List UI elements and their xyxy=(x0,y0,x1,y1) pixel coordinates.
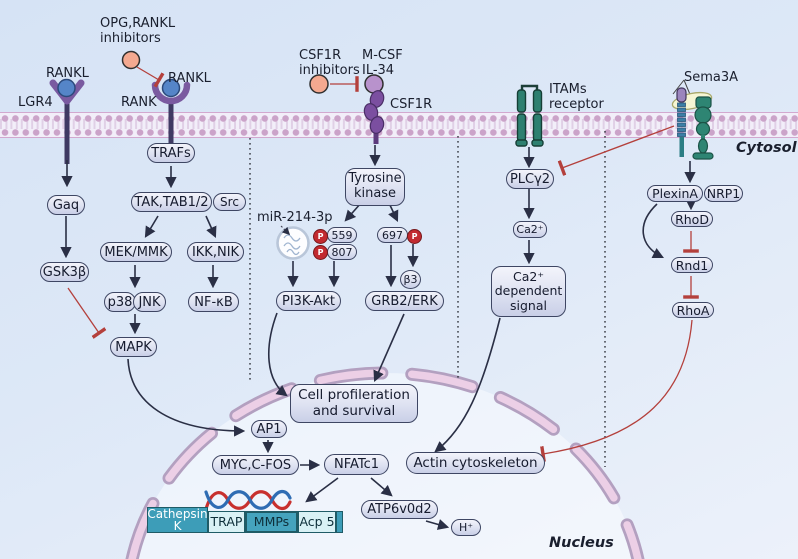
gene-trap: TRAP xyxy=(208,511,245,533)
phospho-badge-807: P xyxy=(313,245,328,260)
signal-arrows xyxy=(60,145,697,530)
node-myc-cfos: MYC,C-FOS xyxy=(212,455,299,475)
rankl-ligand-icon xyxy=(161,78,181,98)
dna-helix-icon xyxy=(204,489,292,511)
inhibit-sema3a-plcg2 xyxy=(557,125,675,176)
csf1r-inhibitors-label: CSF1R inhibitors xyxy=(299,48,360,79)
node-nfatc1: NFATc1 xyxy=(324,454,389,475)
mir214-label: miR-214-3p xyxy=(257,210,333,225)
itams-receptor-label: ITAMs receptor xyxy=(549,82,604,113)
inhibit-opg-rankl xyxy=(136,66,165,88)
nucleus-label: Nucleus xyxy=(549,535,614,551)
node-mapk: MAPK xyxy=(110,337,157,357)
node-grb2-erk: GRB2/ERK xyxy=(365,291,444,311)
mir-pointer-arrow xyxy=(280,225,291,236)
node-cell-proliferation: Cell profileration and survival xyxy=(290,384,418,424)
cytosol-label: Cytosol xyxy=(736,140,797,156)
lgr4-label: LGR4 xyxy=(18,95,53,110)
mcsf-label: M-CSF IL-34 xyxy=(362,48,403,79)
arrow-tak-to-mek xyxy=(144,215,159,238)
node-p38: p38 xyxy=(104,292,136,312)
csf1r-inhibitor-icon xyxy=(309,74,329,94)
inhibit-rhoa-actin xyxy=(540,319,693,462)
csf1r-receptor-icon xyxy=(363,90,385,144)
node-src: Src xyxy=(213,193,246,211)
node-nrp1: NRP1 xyxy=(704,185,743,202)
gene-bar-endcap xyxy=(336,511,343,533)
node-gsk3b: GSK3β xyxy=(40,262,89,282)
node-h-plus: H⁺ xyxy=(451,519,481,536)
cell-membrane xyxy=(0,112,798,138)
arrow-atp6v0d2-to-h xyxy=(425,519,450,530)
node-site-697: 697 xyxy=(377,227,408,243)
arrow-nfatc1-to-atp6v0d2 xyxy=(370,477,393,497)
node-tyrosine-kinase: Tyrosine kinase xyxy=(345,168,405,206)
phospho-badge-559: P xyxy=(313,229,328,244)
node-b3: β3 xyxy=(400,270,421,289)
node-gaq: Gaq xyxy=(47,195,85,215)
node-site-559: 559 xyxy=(327,227,357,243)
node-atp6v0d2: ATP6v0d2 xyxy=(361,500,438,519)
rank-label: RANK xyxy=(121,95,157,110)
node-trafs: TRAFs xyxy=(147,143,195,163)
node-tak-tab: TAK,TAB1/2 xyxy=(131,192,212,212)
csf1r-label: CSF1R xyxy=(390,97,433,112)
arrow-nfatc1-to-genes xyxy=(305,477,339,503)
node-rhod: RhoD xyxy=(671,211,713,227)
sema3a-receptor-complex-icon xyxy=(671,79,714,160)
arrow-grb2-to-proliferation xyxy=(373,313,405,383)
node-ikk-nik: IKK,NIK xyxy=(187,242,244,262)
phospho-badge-697: P xyxy=(407,229,422,244)
mir-vesicle-icon xyxy=(276,225,310,260)
arrow-plexina-to-rnd1 xyxy=(642,203,665,259)
gene-acp5: Acp 5 xyxy=(298,511,336,533)
node-plexina: PlexinA xyxy=(647,185,703,202)
node-nfkb: NF-κB xyxy=(188,292,239,312)
arrow-ca2signal-to-nfatc1 xyxy=(434,317,501,453)
node-ap1: AP1 xyxy=(251,420,287,438)
node-ca2: Ca2⁺ xyxy=(513,221,547,238)
dotted-separators xyxy=(249,131,606,467)
gene-mmps: MMPs xyxy=(245,511,298,533)
opg-inhibitors-label: OPG,RANKL inhibitors xyxy=(100,16,176,47)
node-plcg2: PLCγ2 xyxy=(506,169,554,189)
node-rnd1: Rnd1 xyxy=(671,257,713,273)
node-mek-mmk: MEK/MMK xyxy=(100,242,172,262)
lgr4-receptor-icon xyxy=(49,78,85,164)
arrow-pi3k-to-proliferation xyxy=(267,312,288,397)
node-site-807: 807 xyxy=(327,244,357,260)
node-ca2-dependent-signal: Ca2⁺ dependent signal xyxy=(491,266,566,318)
rank-receptor-icon xyxy=(151,78,191,144)
arrow-tak-to-ikk xyxy=(205,215,217,239)
sema3a-label: Sema3A xyxy=(684,70,739,85)
inhibit-gsk3b-mapk xyxy=(67,287,107,339)
node-pi3k-akt: PI3K-Akt xyxy=(276,291,341,311)
rankl-ligand-icon xyxy=(57,78,76,98)
gene-cathepsin-k: Cathepsin K xyxy=(147,506,208,533)
inhibition-lines xyxy=(67,66,699,462)
itams-receptor-icon xyxy=(515,84,544,147)
node-jnk: JNK xyxy=(133,292,166,312)
node-rhoa: RhoA xyxy=(672,302,714,318)
node-actin-cytoskeleton: Actin cytoskeleton xyxy=(406,452,545,474)
opg-inhibitor-icon xyxy=(121,50,141,70)
rankl-right-label: RANKL xyxy=(168,71,211,86)
arrow-mapk-to-ap1 xyxy=(127,358,246,437)
rankl-left-label: RANKL xyxy=(46,66,89,81)
